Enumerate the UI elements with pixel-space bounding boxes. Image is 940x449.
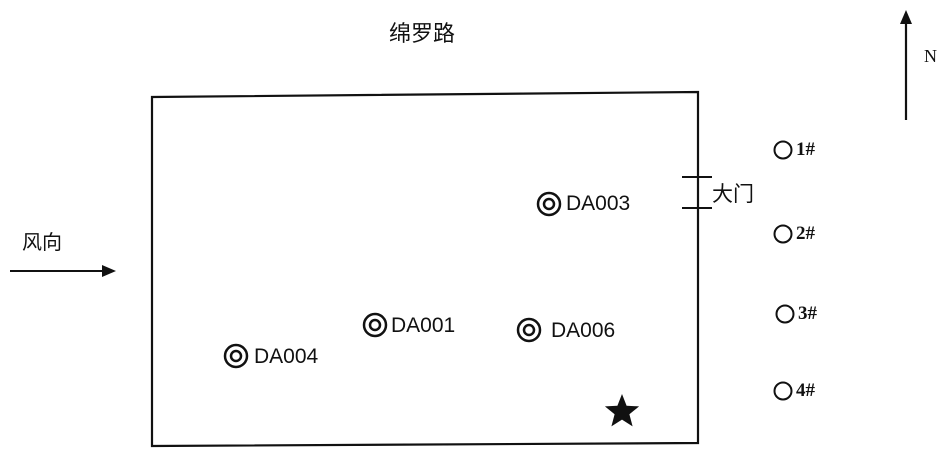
residence-label-1: 1# <box>796 139 815 160</box>
residence-icon-3 <box>775 304 795 324</box>
residence-label-3: 3# <box>798 303 817 324</box>
residence-icon-1 <box>773 140 793 160</box>
sampling-point-label-da004: DA004 <box>254 345 319 368</box>
sampling-point-icon-da003 <box>536 191 562 217</box>
north-label: N <box>924 46 937 66</box>
gate-marker <box>682 176 712 209</box>
wind-direction-label: 风向 <box>22 230 62 254</box>
sampling-point-label-da001: DA001 <box>391 314 456 337</box>
road-label: 绵罗路 <box>389 22 456 47</box>
residence-label-2: 2# <box>796 223 815 244</box>
sampling-point-label-da003: DA003 <box>566 192 631 215</box>
sampling-point-label-da006: DA006 <box>551 319 616 342</box>
sampling-point-icon-da001 <box>362 312 388 338</box>
wind-direction-arrow-icon <box>10 265 116 277</box>
north-arrow-icon <box>900 10 912 120</box>
star-icon <box>604 394 640 427</box>
gate-label: 大门 <box>712 182 754 206</box>
site-boundary <box>150 90 700 448</box>
residence-icon-2 <box>773 224 793 244</box>
residence-icon-4 <box>773 381 793 401</box>
residence-label-4: 4# <box>796 380 815 401</box>
sampling-point-icon-da004 <box>223 343 249 369</box>
sampling-point-icon-da006 <box>516 317 542 343</box>
